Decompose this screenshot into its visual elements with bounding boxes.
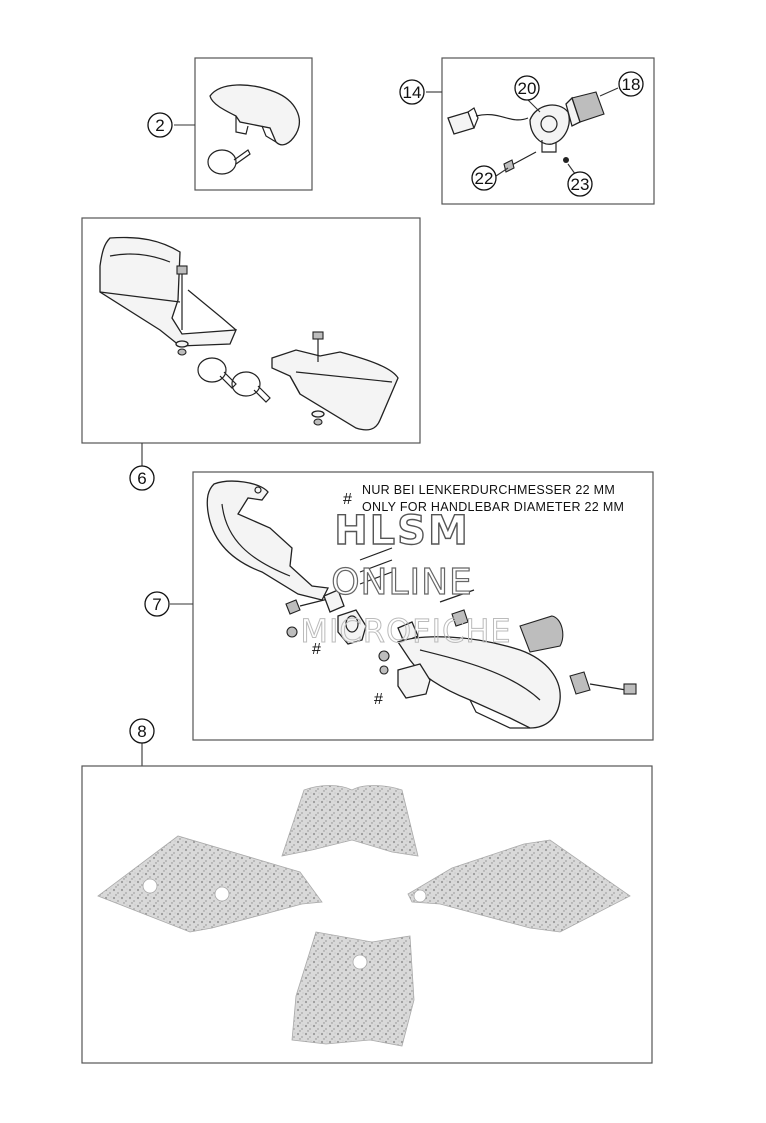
- svg-text:2: 2: [155, 116, 164, 135]
- svg-text:#: #: [374, 691, 383, 708]
- panel-part-2: [174, 57, 313, 191]
- callout-6: 6: [129, 465, 155, 491]
- cable-tie-1: [197, 357, 227, 383]
- cable-tie-2: [231, 371, 261, 397]
- callout-8: 8: [129, 718, 155, 744]
- watermark-line-3: MICROFICHE: [300, 612, 511, 650]
- svg-text:7: 7: [152, 595, 161, 614]
- callout-14: 14: [399, 79, 425, 105]
- bolt-set-left: [359, 547, 393, 585]
- handlebar-end: [519, 615, 564, 653]
- watermark: HLSM ONLINE MICROFICHE: [300, 507, 511, 650]
- connector-plug: [447, 111, 475, 135]
- svg-text:#: #: [312, 641, 321, 658]
- watermark-line-1: HLSM: [334, 508, 470, 554]
- panel-part-14: [426, 57, 655, 205]
- callout-7: 7: [144, 591, 170, 617]
- callout-22: 22: [471, 165, 497, 191]
- spacer-left: [337, 609, 367, 645]
- decal-right: [407, 839, 631, 933]
- signal-cable: [475, 114, 529, 121]
- lamp-housing: [529, 104, 570, 145]
- panel-part-7: # NUR BEI LENKERDURCHMESSER 22 MM ONLY F…: [170, 471, 654, 741]
- panel-part-8: [81, 743, 653, 1064]
- watermark-line-2: ONLINE: [331, 562, 473, 603]
- decal-bottom: [291, 931, 415, 1047]
- svg-text:20: 20: [518, 79, 537, 98]
- svg-text:14: 14: [403, 83, 422, 102]
- svg-text:8: 8: [137, 722, 146, 741]
- cable-tie: [207, 149, 237, 175]
- right-alu-guard: [396, 636, 561, 729]
- note-line-de: NUR BEI LENKERDURCHMESSER 22 MM: [362, 483, 615, 497]
- screw: [509, 151, 537, 167]
- callout-20: 20: [514, 75, 540, 101]
- callout-2: 2: [147, 112, 173, 138]
- note-line-en: ONLY FOR HANDLEBAR DIAMETER 22 MM: [362, 500, 624, 514]
- svg-text:22: 22: [475, 169, 494, 188]
- right-hand-guard: [271, 349, 399, 431]
- spacer-right: [397, 663, 431, 699]
- svg-text:18: 18: [622, 75, 641, 94]
- panel-part-6: [81, 217, 421, 466]
- note-hash-marker: #: [343, 491, 352, 508]
- left-alu-guard: [206, 480, 329, 601]
- callout-23: 23: [567, 171, 593, 197]
- svg-text:23: 23: [571, 175, 590, 194]
- callout-18: 18: [618, 71, 644, 97]
- decal-top: [281, 785, 419, 857]
- decal-left: [97, 835, 323, 933]
- guard-clip-part: [209, 84, 300, 146]
- svg-text:6: 6: [137, 469, 146, 488]
- left-hand-guard: [99, 236, 238, 347]
- long-bolt: [589, 683, 627, 691]
